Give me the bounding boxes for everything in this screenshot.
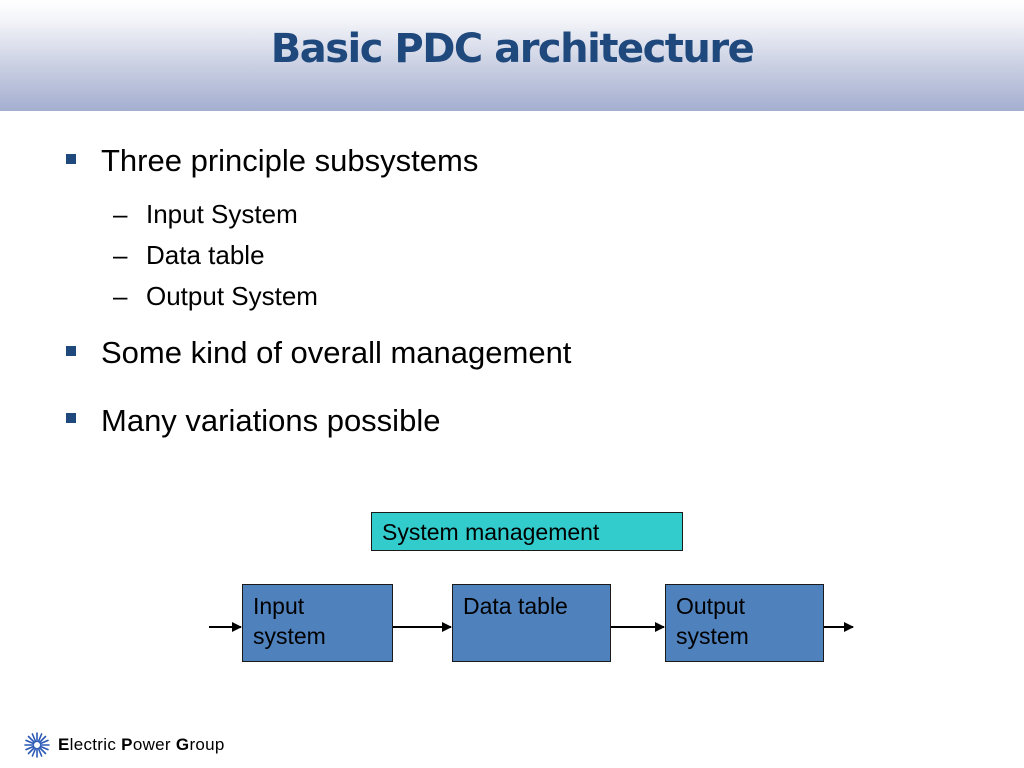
- company-initial: E: [58, 735, 70, 754]
- sub-bullet-item: Data table: [146, 240, 265, 270]
- bullet-square-icon: [66, 154, 76, 164]
- starburst-logo-icon: [24, 732, 50, 758]
- sub-bullet-item: Output System: [146, 281, 318, 311]
- bullet-square-icon: [66, 413, 76, 423]
- input-system-box: Input system: [242, 584, 393, 662]
- company-name: Electric Power Group: [58, 735, 225, 755]
- bullet-square-icon: [66, 346, 76, 356]
- sub-bullet-item: Input System: [146, 199, 298, 229]
- bullet-item: Many variations possible: [101, 403, 441, 438]
- bullet-item: Three principle subsystems: [101, 143, 479, 178]
- company-word-part: roup: [189, 735, 225, 754]
- dash-icon: –: [113, 281, 128, 311]
- bullet-list: Three principle subsystems – Input Syste…: [66, 143, 572, 438]
- output-system-box: Output system: [665, 584, 824, 662]
- system-management-box: System management: [371, 512, 683, 551]
- title-bar: Basic PDC architecture: [0, 0, 1024, 111]
- footer-logo: Electric Power Group: [24, 732, 225, 758]
- dash-icon: –: [113, 240, 128, 270]
- dash-icon: –: [113, 199, 128, 229]
- slide-title: Basic PDC architecture: [270, 26, 755, 72]
- company-word-part: ower: [132, 735, 171, 754]
- bullet-item: Some kind of overall management: [101, 335, 572, 370]
- company-initial: G: [175, 735, 190, 754]
- company-word-part: lectric: [69, 735, 117, 754]
- data-table-box: Data table: [452, 584, 611, 662]
- company-initial: P: [121, 735, 133, 754]
